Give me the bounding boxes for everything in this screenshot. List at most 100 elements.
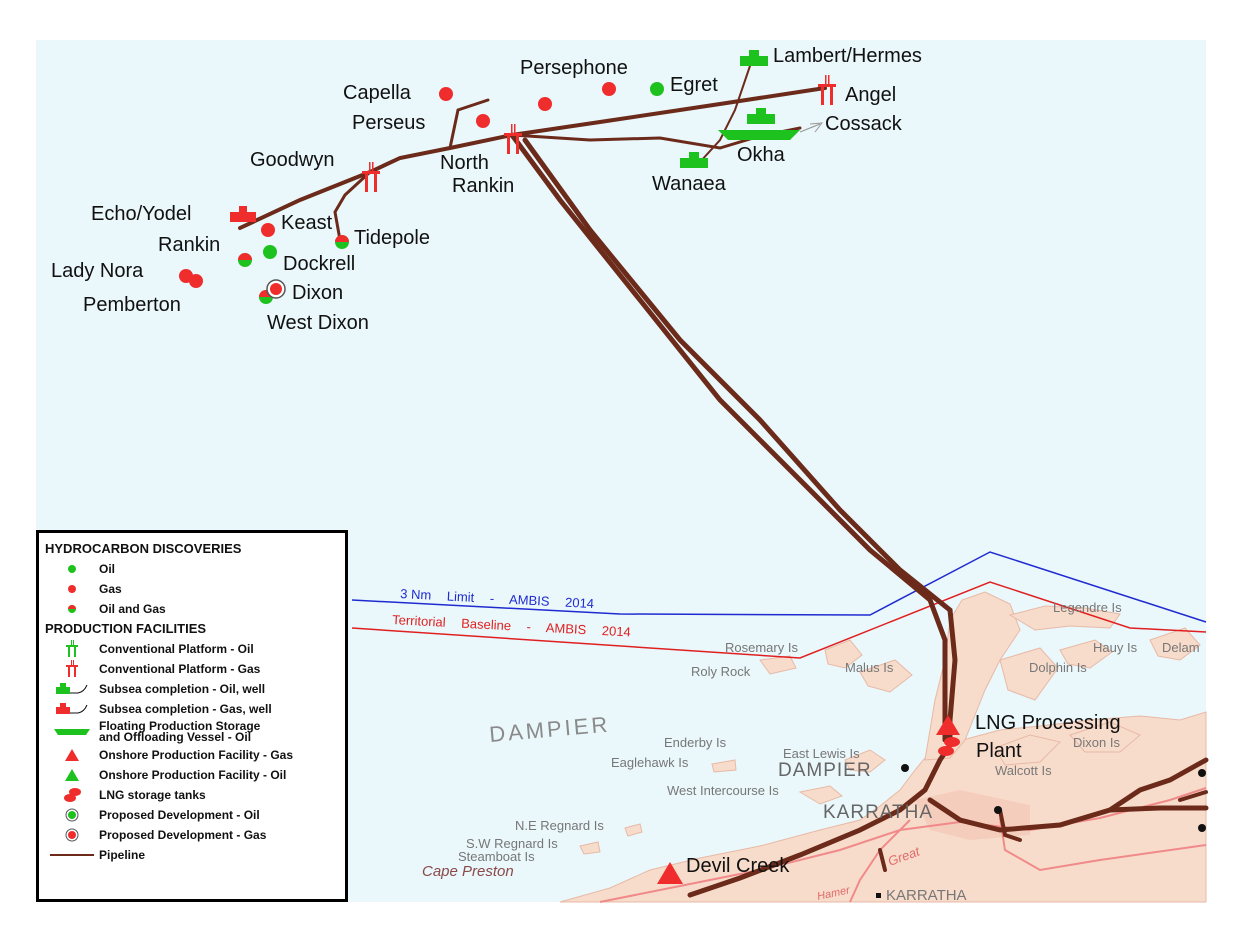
field-label-echo-yodel: Echo/Yodel [91,203,191,225]
legend-fpso-label-line1: Floating Production Storage [99,719,261,733]
island-label-hauy: Hauy Is [1093,640,1138,655]
legend-onshore-oil-icon [65,769,79,781]
legend-fpso-label-line2: and Offloading Vessel - Oil [99,730,252,744]
field-label-keast: Keast [281,212,333,234]
legend-lng-tanks-icon [64,788,81,802]
devil-creek-label: Devil Creek [686,855,790,877]
territorial-text-2: Baseline [461,616,512,634]
field-label-dockrell: Dockrell [283,253,355,275]
field-label-north-rankin-line1: North [440,152,489,174]
nm-limit-text-3: - [489,591,494,606]
pemberton-gas-icon [189,274,203,288]
field-label-west-dixon: West Dixon [267,312,369,334]
gas-discovery-icon [538,97,552,111]
devil-creek-onshore-gas-icon [657,862,683,884]
legend-row-pipeline: Pipeline [45,845,339,865]
field-label-cossack: Cossack [825,113,903,135]
town-label-dampier: DAMPIER [778,760,872,781]
lng-plant-label-line2: Plant [976,740,1022,762]
legend-row-fpso: Floating Production Storage and Offloadi… [45,719,339,745]
field-label-wanaea: Wanaea [652,173,727,195]
lng-plant-onshore-gas-icon [936,715,960,735]
tidepole-oil-and-gas-icon [335,235,349,249]
east-town-dot-1 [1198,769,1206,777]
territorial-baseline-line [351,581,1207,659]
perseus-gas-icon [476,114,490,128]
island-label-east-lewis: East Lewis Is [783,746,860,761]
island-label-eaglehawk: Eaglehawk Is [611,755,689,770]
field-label-persephone: Persephone [520,57,628,79]
legend-pipeline-label: Pipeline [99,847,146,862]
field-label-angel: Angel [845,84,896,106]
town-label-karratha: KARRATHA [823,802,933,823]
island-label-dolphin: Dolphin Is [1029,660,1087,675]
legend-proposed-oil-icon [65,808,79,822]
karratha-small-marker [876,893,881,898]
field-label-rankin: Rankin [158,234,220,256]
legend-proposed-gas-label: Proposed Development - Gas [99,827,267,842]
island-label-rosemary: Rosemary Is [725,640,798,655]
legend-proposed-gas-icon [65,828,79,842]
karratha-town-dot [994,806,1002,814]
legend-onshore-gas-icon [65,749,79,761]
island-label-malus: Malus Is [845,660,894,675]
island-label-enderby: Enderby Is [664,735,727,750]
territorial-text-1: Territorial [392,612,446,630]
island-label-walcott: Walcott Is [995,763,1052,778]
legend-onshore-gas-label: Onshore Production Facility - Gas [99,747,294,762]
nm-limit-text-4: AMBIS [509,592,551,609]
legend-row-onshore-oil: Onshore Production Facility - Oil [45,765,339,785]
east-town-dot-2 [1198,824,1206,832]
lng-plant-label-line1: LNG Processing [975,712,1121,734]
territorial-text-5: 2014 [601,623,631,639]
legend-row-subsea-oil: Subsea completion - Oil, well [45,679,339,699]
mainland [559,711,1207,903]
nm-limit-text-5: 2014 [565,595,595,611]
egret-oil-icon [650,82,664,96]
town-label-karratha-small: KARRATHA [886,887,967,904]
field-label-perseus: Perseus [352,112,425,134]
legend-row-oil: Oil [45,559,339,579]
legend-row-lng-tanks: LNG storage tanks [45,785,339,805]
pipelines [238,59,1209,898]
svg-text:3 Nm Limit - AMBIS: 3 Nm Limit - AMBIS 2014 [400,586,595,611]
dampier-town-dot [901,764,909,772]
legend-row-platform-oil: Conventional Platform - Oil [45,639,339,659]
islands [579,605,1201,855]
island-label-ne-regnard: N.E Regnard Is [515,818,604,833]
legend-row-proposed-gas: Proposed Development - Gas [45,825,339,845]
nm-limit-text-1: 3 Nm [400,586,432,603]
legend-platform-gas-icon [66,660,78,677]
field-label-goodwyn: Goodwyn [250,149,335,171]
field-label-dixon: Dixon [292,282,343,304]
island-label-legendre: Legendre Is [1053,600,1122,615]
lng-storage-tanks-icon [938,737,960,756]
island-label-dixon: Dixon Is [1073,735,1120,750]
legend-row-onshore-gas: Onshore Production Facility - Gas [45,745,339,765]
dixon-proposed-gas-icon [266,279,286,299]
field-label-lambert-hermes: Lambert/Hermes [773,45,922,67]
territorial-text-3: - [526,619,531,634]
legend-platform-gas-label: Conventional Platform - Gas [99,661,261,676]
legend-subsea-gas-icon [56,703,88,714]
legend-lng-tanks-label: LNG storage tanks [99,787,206,802]
territorial-text-4: AMBIS [545,620,587,637]
legend-oil-and-gas-icon [68,605,76,613]
map-legend: HYDROCARBON DISCOVERIES Oil Gas Oil and … [36,530,348,902]
island-label-delam: Delam [1162,640,1200,655]
persephone-gas-icon [602,82,616,96]
field-label-capella: Capella [343,82,412,104]
capella-gas-icon [439,87,453,101]
legend-subsea-oil-icon [56,683,88,694]
legend-oil-and-gas-label: Oil and Gas [99,601,166,616]
legend-facilities-title: PRODUCTION FACILITIES [45,621,207,636]
legend-gas-icon [68,585,76,593]
field-label-okha: Okha [737,144,786,166]
legend-pipeline-icon [50,854,94,856]
legend-row-platform-gas: Conventional Platform - Gas [45,659,339,679]
legend-proposed-oil-label: Proposed Development - Oil [99,807,260,822]
field-label-lady-nora: Lady Nora [51,260,144,282]
legend-gas-label: Gas [99,581,122,596]
legend-oil-label: Oil [99,561,116,576]
cape-preston-label: Cape Preston [422,863,514,880]
